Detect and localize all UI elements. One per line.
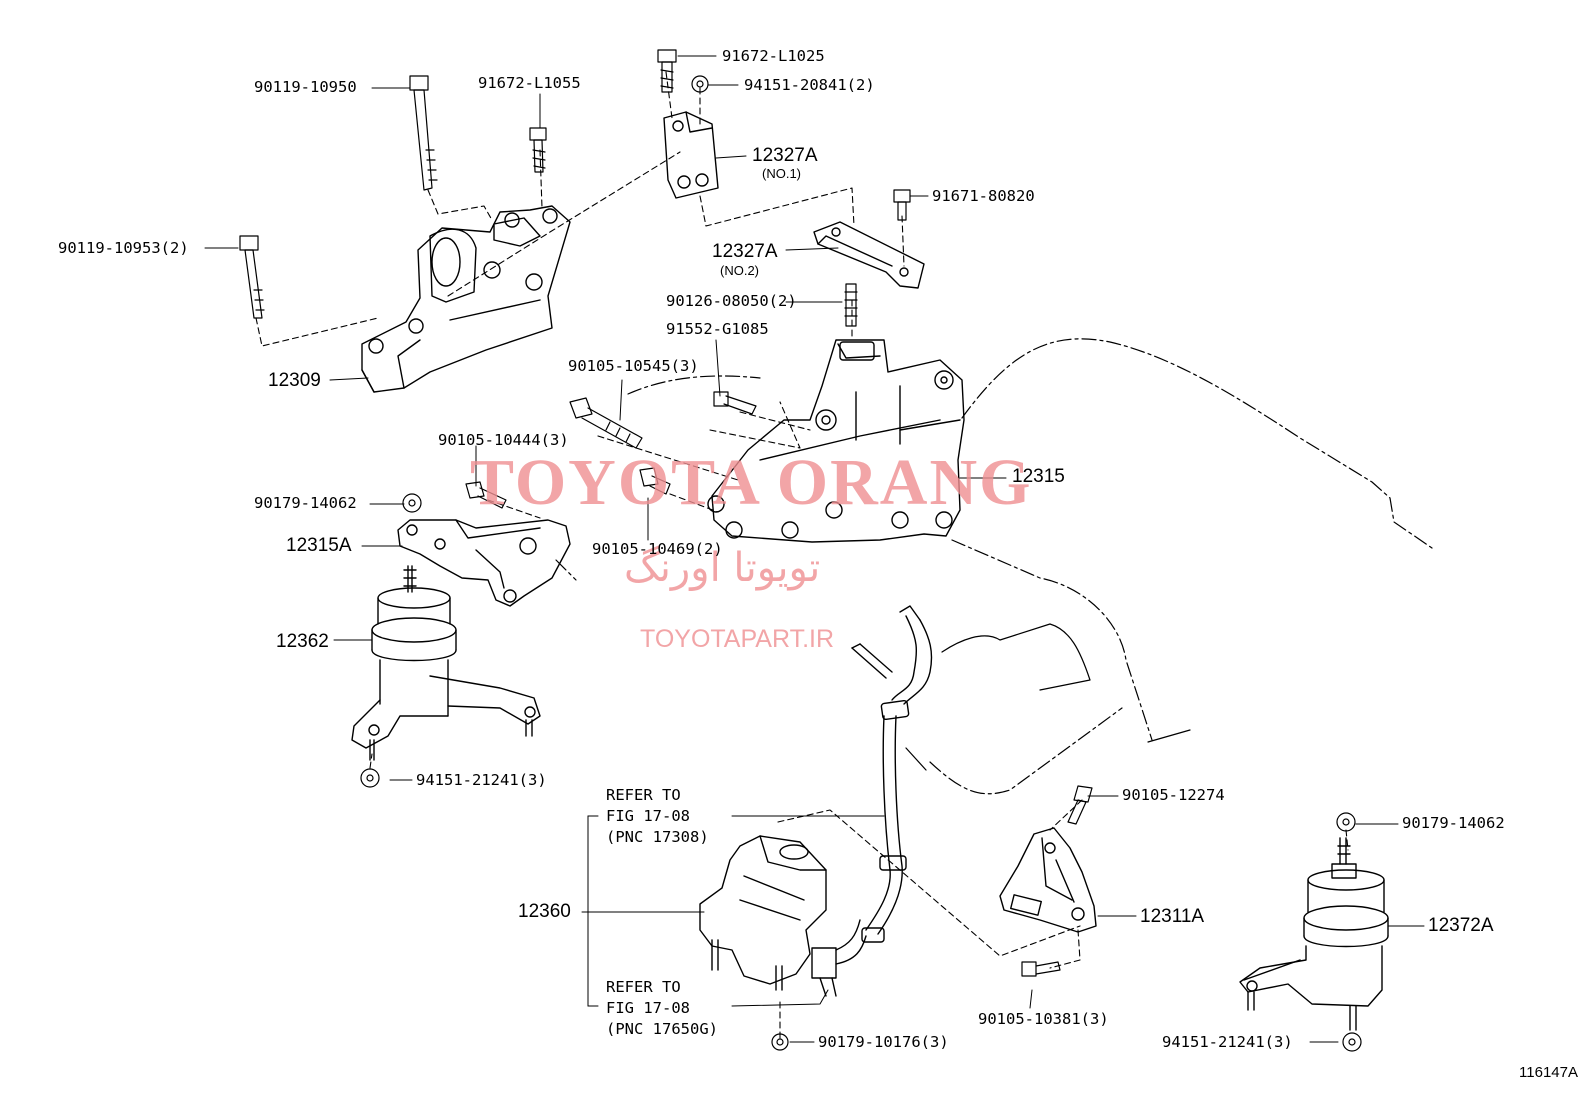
bracket-12327a-no1: [663, 111, 719, 199]
label-90119-10953: 90119-10953(2): [58, 239, 189, 257]
figure-number: 116147A: [1519, 1064, 1578, 1081]
label-90119-10950: 90119-10950: [254, 78, 357, 96]
bracket-12315: [707, 339, 965, 543]
label-91552-g1085: 91552-G1085: [666, 320, 769, 338]
label-12362: 12362: [276, 631, 329, 652]
label-94151-21241-b: 94151-21241(3): [1162, 1033, 1293, 1051]
dashed-guides: [255, 71, 1349, 1039]
ref2-line1: REFER TO: [606, 978, 681, 996]
label-90179-10176: 90179-10176(3): [818, 1033, 949, 1051]
label-94151-20841: 94151-20841(2): [744, 76, 875, 94]
bracket-12315a: [397, 519, 571, 607]
label-12309: 12309: [268, 370, 321, 391]
leader-lines: [204, 55, 1425, 1043]
label-12327a-no2-sub: (NO.2): [720, 263, 759, 278]
engine-body-lines: [905, 623, 1191, 771]
bracket-12327a-no2: [813, 221, 925, 289]
mount-12362: [351, 565, 541, 761]
label-91671-80820: 91671-80820: [932, 187, 1035, 205]
label-90179-14062-b: 90179-14062: [1402, 814, 1505, 832]
label-90179-14062-a: 90179-14062: [254, 494, 357, 512]
label-90105-10444: 90105-10444(3): [438, 431, 569, 449]
fasteners: [239, 49, 1362, 1052]
label-90105-10545: 90105-10545(3): [568, 357, 699, 375]
watermark-brand: TOYOTA ORANG: [470, 446, 1033, 519]
mount-12360: [699, 835, 867, 997]
label-94151-21241-a: 94151-21241(3): [416, 771, 547, 789]
ref1-line2: FIG 17-08: [606, 807, 690, 825]
label-90126-08050: 90126-08050(2): [666, 292, 797, 310]
watermark-farsi: تویوتا اورنگ: [624, 545, 821, 591]
label-12327a-no1: 12327A: [752, 145, 818, 166]
label-91672-l1055: 91672-L1055: [478, 74, 581, 92]
watermark-url: TOYOTAPART.IR: [640, 625, 835, 653]
ref1-line1: REFER TO: [606, 786, 681, 804]
vacuum-hoses: [851, 605, 933, 943]
label-12311a: 12311A: [1140, 906, 1205, 927]
label-91672-l1025: 91672-L1025: [722, 47, 825, 65]
mount-12309: [361, 205, 571, 393]
label-12360: 12360: [518, 901, 571, 922]
ref2-line3: (PNC 17650G): [606, 1020, 718, 1038]
label-12327a-no1-sub: (NO.1): [762, 166, 801, 181]
mount-12311a: [999, 827, 1097, 933]
label-12372a: 12372A: [1428, 915, 1494, 936]
label-90105-10469: 90105-10469(2): [592, 540, 723, 558]
mount-12372a: [1239, 837, 1389, 1031]
label-12327a-no2: 12327A: [712, 241, 778, 262]
ref2-line2: FIG 17-08: [606, 999, 690, 1017]
label-90105-10381: 90105-10381(3): [978, 1010, 1109, 1028]
label-12315a: 12315A: [286, 535, 352, 556]
label-12315: 12315: [1012, 466, 1065, 487]
ref1-line3: (PNC 17308): [606, 828, 709, 846]
label-90105-12274: 90105-12274: [1122, 786, 1225, 804]
